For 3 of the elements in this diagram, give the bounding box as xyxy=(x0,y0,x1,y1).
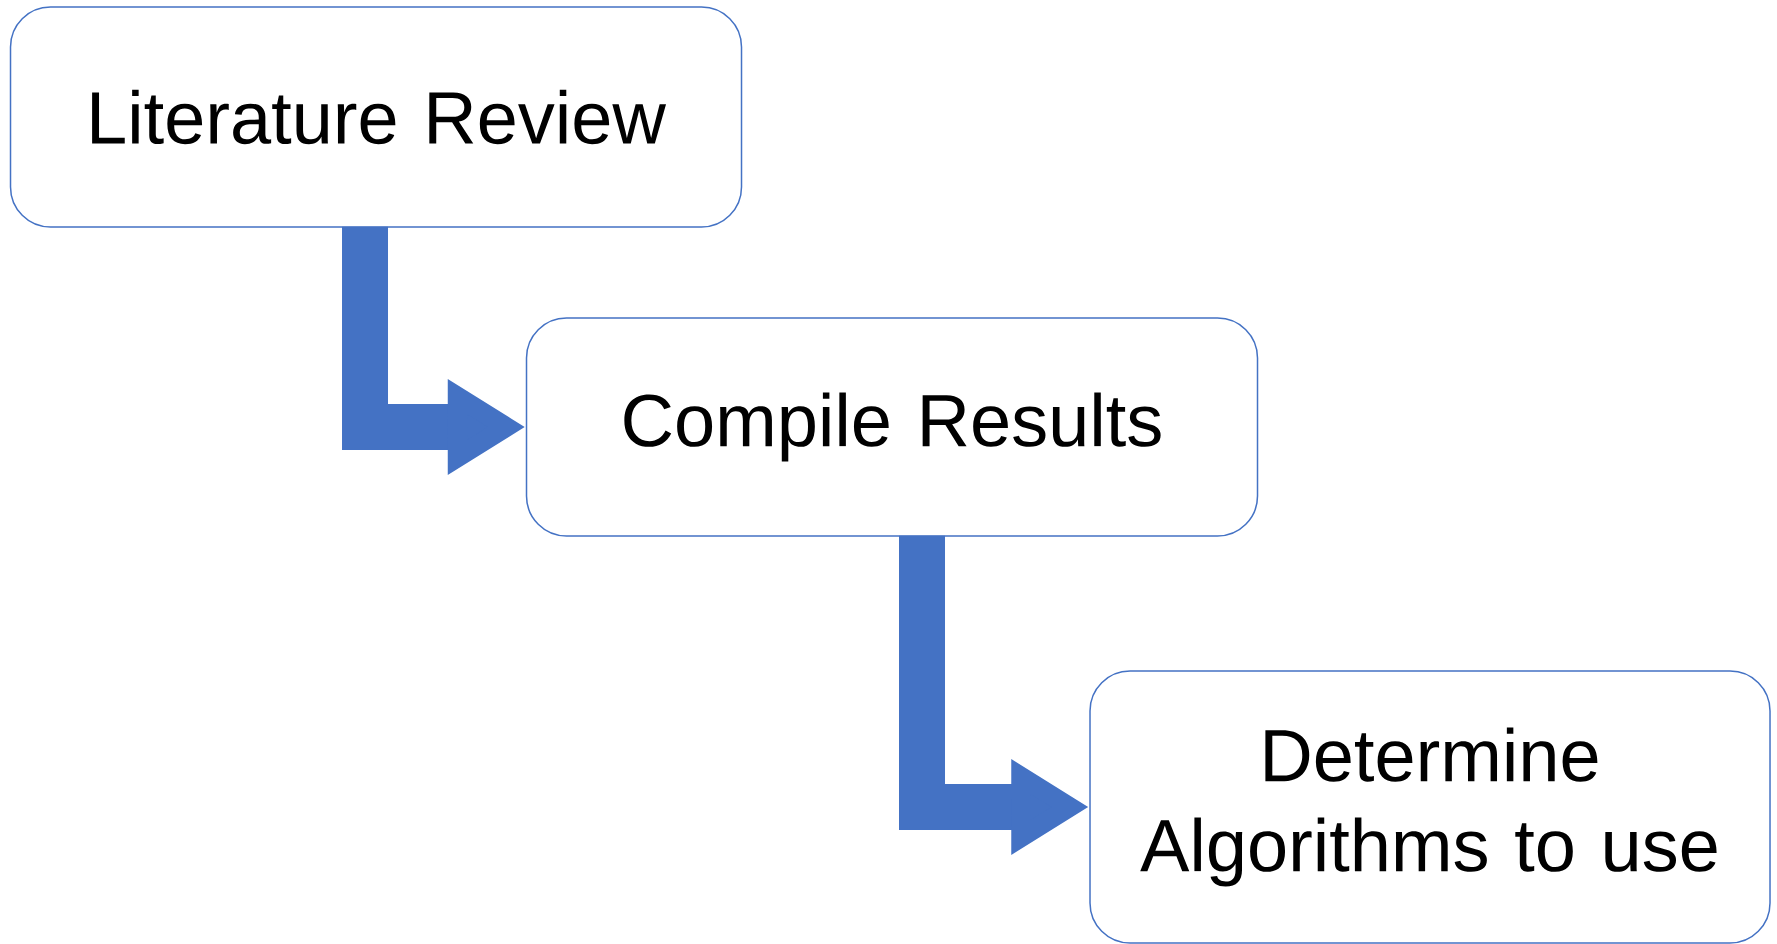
process-box: Determine Algorithms to use xyxy=(1089,670,1771,944)
process-box: Literature Review xyxy=(9,6,743,228)
process-box: Compile Results xyxy=(525,317,1259,537)
